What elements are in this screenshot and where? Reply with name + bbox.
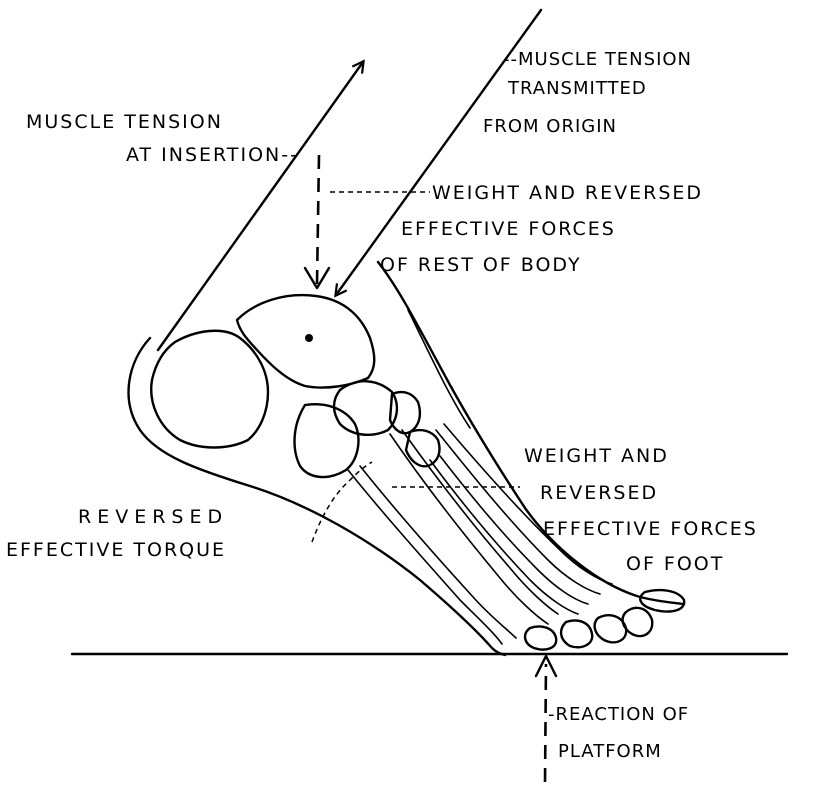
label-weight-body-1: WEIGHT AND REVERSED [432, 184, 703, 203]
label-reversed-torque-2: EFFECTIVE TORQUE [6, 541, 226, 560]
label-muscle-tension-origin-3: FROM ORIGIN [483, 118, 617, 136]
label-reaction-2: PLATFORM [558, 743, 662, 761]
label-reaction-1: -REACTION OF [548, 706, 689, 724]
toes [525, 590, 684, 649]
talus-dot [305, 334, 313, 342]
label-reversed-torque-1: REVERSED [78, 508, 228, 527]
label-muscle-tension-origin-2: TRANSMITTED [508, 80, 647, 98]
label-weight-foot-1: WEIGHT AND [524, 447, 669, 466]
torque-leader [312, 462, 372, 542]
reaction-arrow [545, 664, 546, 782]
insertion-tension-arrow [158, 62, 363, 350]
label-weight-foot-4: OF FOOT [626, 555, 724, 574]
label-weight-body-2: EFFECTIVE FORCES [401, 220, 616, 239]
label-weight-foot-2: REVERSED [540, 484, 658, 503]
label-muscle-tension-insertion-2: AT INSERTION-- [126, 146, 299, 165]
foot-bones [151, 295, 612, 644]
label-muscle-tension-origin-1: --MUSCLE TENSION [503, 51, 692, 69]
label-muscle-tension-insertion-1: MUSCLE TENSION [26, 113, 223, 132]
label-weight-body-3: OF REST OF BODY [380, 256, 582, 275]
label-weight-foot-3: EFFECTIVE FORCES [543, 520, 758, 539]
body-weight-arrow [317, 155, 319, 284]
